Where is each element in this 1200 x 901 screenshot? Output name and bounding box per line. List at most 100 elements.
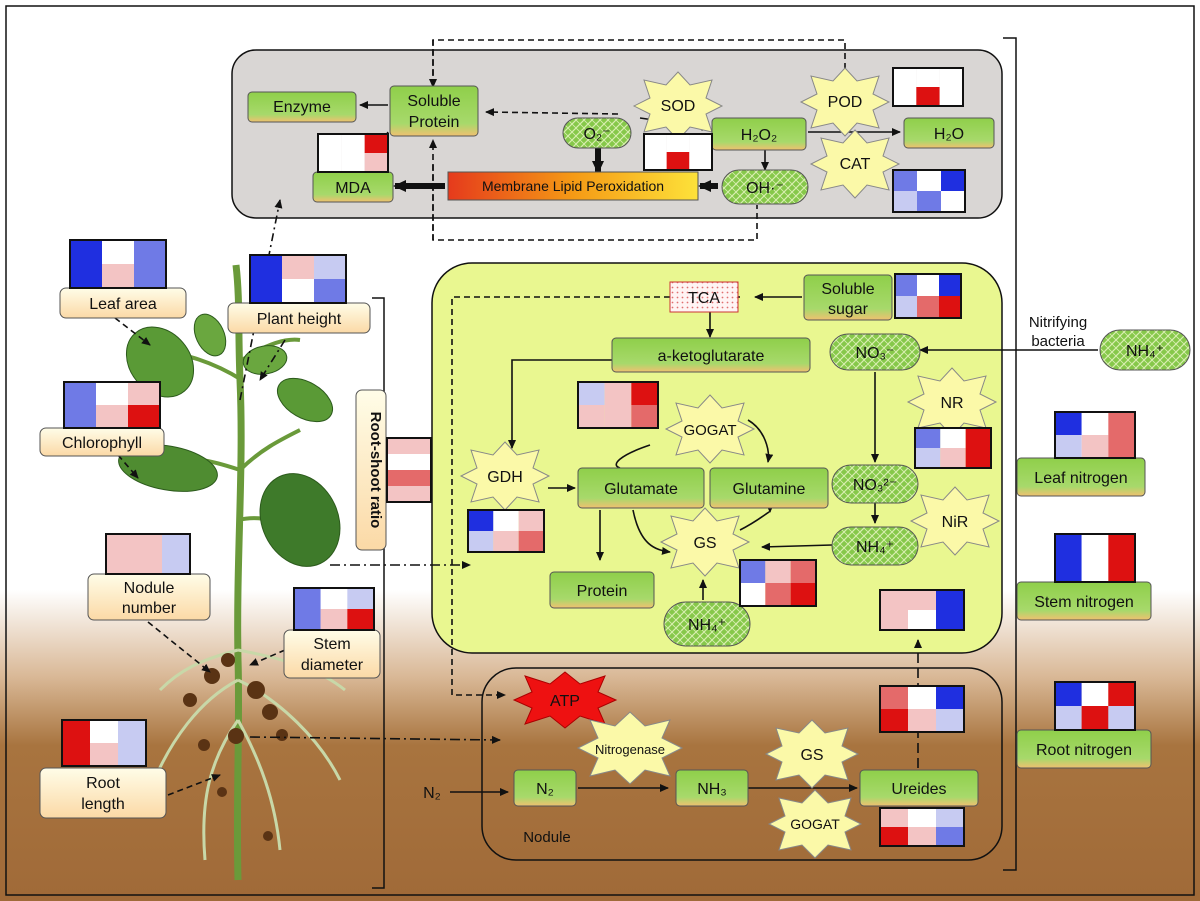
nh4-right-label: NH₄⁺	[856, 539, 894, 556]
heatmap-o2-cell	[666, 152, 690, 170]
protein-box	[549, 571, 655, 609]
heatmap-nodule-mid-cell	[908, 686, 936, 709]
heatmap-soluble-sugar-cell	[895, 274, 917, 296]
heatmap-nodule-number	[105, 533, 191, 575]
heatmap-stem-diameter-cell	[294, 588, 321, 609]
heatmap-leaf-area	[69, 239, 167, 289]
leaf-area-label: Leaf area	[89, 296, 157, 313]
heatmap-root-nitrogen	[1054, 681, 1136, 731]
soluble-protein-label-2: Protein	[409, 114, 460, 131]
heatmap-nodule-number-cell	[106, 554, 134, 574]
heatmap-stem-nitrogen-cell	[1081, 534, 1109, 558]
enzyme-box	[247, 91, 357, 123]
ketoglutarate-label: a-ketoglutarate	[658, 348, 765, 365]
heatmap-gdh-frame	[467, 509, 545, 553]
heatmap-nodule-bottom-cell	[880, 827, 908, 846]
heatmap-nodule-bottom-frame	[879, 807, 965, 847]
heatmap-leaf-area-cell	[102, 264, 134, 288]
heatmap-ureides-top-frame	[879, 589, 965, 631]
atp-star	[512, 671, 618, 729]
heatmap-pod-cell	[893, 68, 917, 87]
heatmap-root-shoot-frame	[386, 437, 432, 503]
nh4-right-oval	[831, 526, 919, 566]
heatmap-soluble-sugar-cell	[917, 296, 939, 318]
gogat-nodule-label: GOGAT	[790, 816, 840, 832]
nh3-label: NH₃	[697, 781, 727, 798]
heatmap-o2-cell	[689, 152, 712, 170]
o2-oval	[562, 117, 632, 149]
heatmap-ureides-top	[879, 589, 965, 631]
no3-2-label: NO₃²⁻	[853, 477, 897, 494]
heatmap-stem-nitrogen-cell	[1055, 534, 1082, 558]
root-length-label-2: length	[81, 796, 125, 813]
stem-nitrogen-label: Stem nitrogen	[1034, 594, 1134, 611]
heatmap-pod-cell	[916, 87, 940, 106]
heatmap-root-nitrogen-cell	[1081, 706, 1109, 730]
oh-label: OH·⁻	[746, 180, 784, 197]
heatmap-nr-cell	[915, 448, 941, 468]
n2-label: N₂	[536, 781, 554, 798]
atp-label: ATP	[550, 693, 580, 710]
heatmap-mda-cell	[318, 134, 342, 153]
root-shoot-bracket	[372, 297, 385, 889]
cat-star	[809, 129, 901, 199]
nh4-bottom-label: NH₄⁺	[688, 617, 726, 634]
nitrogenase-label: Nitrogenase	[595, 742, 665, 757]
heatmap-chlorophyll	[63, 381, 161, 429]
text-labels: Enzyme Soluble Protein SOD POD CAT O₂⁻ H…	[62, 93, 1164, 846]
heatmap-gs-cell	[740, 583, 766, 606]
heatmap-mda-cell	[318, 153, 342, 172]
tca-box	[669, 281, 739, 313]
stem-diameter-label-1: Stem	[313, 636, 350, 653]
heatmap-root-shoot	[386, 437, 432, 503]
heatmap-nodule-bottom-cell	[936, 808, 964, 827]
heatmap-mda-cell	[364, 134, 388, 153]
nh4-ext-label: NH₄⁺	[1126, 343, 1164, 360]
heatmap-nodule-mid-cell	[908, 709, 936, 732]
heatmap-mda-frame	[317, 133, 389, 173]
heatmap-root-nitrogen-frame	[1054, 681, 1136, 731]
heatmap-chlorophyll-cell	[64, 382, 96, 405]
heatmap-gogat-cell	[631, 382, 658, 405]
heatmap-gs-cell	[790, 583, 816, 606]
heatmap-nr-frame	[914, 427, 992, 469]
glutamate-label: Glutamate	[604, 481, 678, 498]
heatmap-stem-diameter-frame	[293, 587, 375, 631]
heatmap-nr	[914, 427, 992, 469]
heatmap-root-nitrogen-cell	[1055, 682, 1082, 706]
heatmap-leaf-area-frame	[69, 239, 167, 289]
heatmap-root-nitrogen-cell	[1108, 706, 1135, 730]
nitrogenase-star	[576, 711, 684, 785]
heatmap-root-length-cell	[118, 743, 146, 766]
enzyme-label: Enzyme	[273, 99, 331, 116]
heatmap-plant-height-cell	[250, 255, 282, 279]
heatmap-chlorophyll-cell	[96, 405, 128, 428]
pod-label: POD	[828, 94, 863, 111]
heatmap-root-shoot-cell	[387, 454, 431, 470]
nodule-number-label-2: number	[122, 600, 177, 617]
heatmap-cat-cell	[893, 191, 917, 212]
connectors	[114, 39, 1098, 796]
heatmap-leaf-nitrogen-cell	[1081, 412, 1109, 435]
nh4-ext-oval	[1099, 329, 1191, 371]
protein-label: Protein	[577, 583, 628, 600]
heatmap-cat-cell	[893, 170, 917, 191]
heatmap-gdh-cell	[518, 510, 544, 531]
heatmap-mda	[317, 133, 389, 173]
heatmap-nr-cell	[965, 448, 991, 468]
heatmap-root-length-cell	[118, 720, 146, 743]
heatmap-nodule-bottom	[879, 807, 965, 847]
heatmap-leaf-nitrogen-cell	[1081, 435, 1109, 458]
root-length-label-1: Root	[86, 775, 120, 792]
heatmap-nodule-number-cell	[162, 554, 190, 574]
heatmap-nodule-mid-cell	[880, 709, 908, 732]
heatmap-leaf-area-cell	[134, 264, 166, 288]
gs-label: GS	[693, 535, 716, 552]
heatmap-cat-frame	[892, 169, 966, 213]
heatmap-gs-cell	[790, 560, 816, 583]
heatmap-plant-height-cell	[314, 255, 346, 279]
soluble-sugar-label-2: sugar	[828, 301, 869, 318]
heatmap-root-length-cell	[62, 720, 90, 743]
heatmap-root-shoot-cell	[387, 438, 431, 454]
nh4-bottom-oval	[663, 601, 751, 647]
